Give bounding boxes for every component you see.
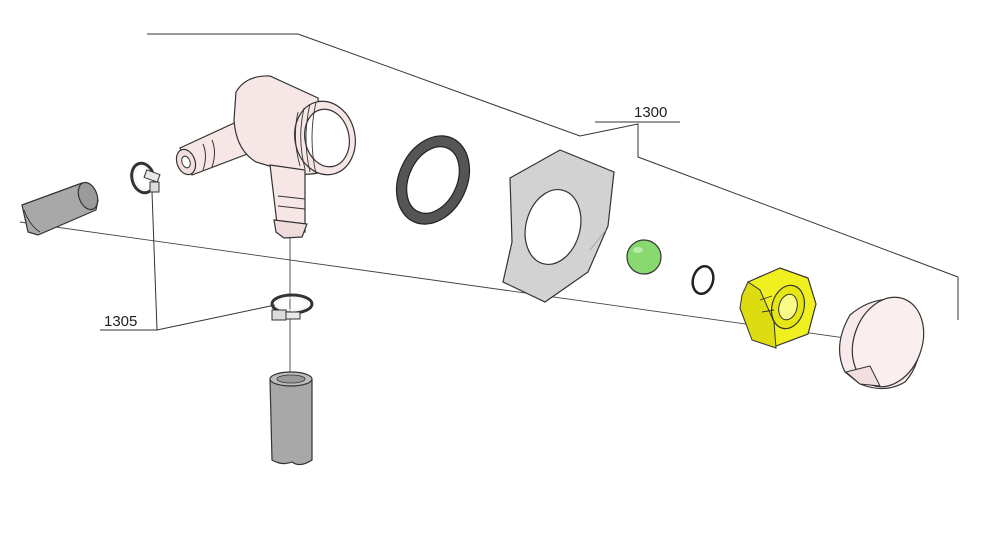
nut [739, 267, 817, 349]
clamp-upper [130, 161, 161, 195]
gasket [395, 135, 471, 225]
callout-1300-leader [147, 33, 959, 320]
callout-1305-label: 1305 [104, 313, 137, 330]
cap [839, 296, 925, 390]
hose-lower [269, 371, 313, 466]
valve-body [175, 75, 356, 239]
hose-left [21, 181, 99, 236]
callout-1300-label: 1300 [634, 104, 667, 121]
ball [626, 239, 662, 275]
plate [502, 149, 615, 303]
callout-1305-leader [100, 191, 276, 331]
o-ring [691, 264, 715, 296]
clamp-lower [270, 293, 314, 321]
